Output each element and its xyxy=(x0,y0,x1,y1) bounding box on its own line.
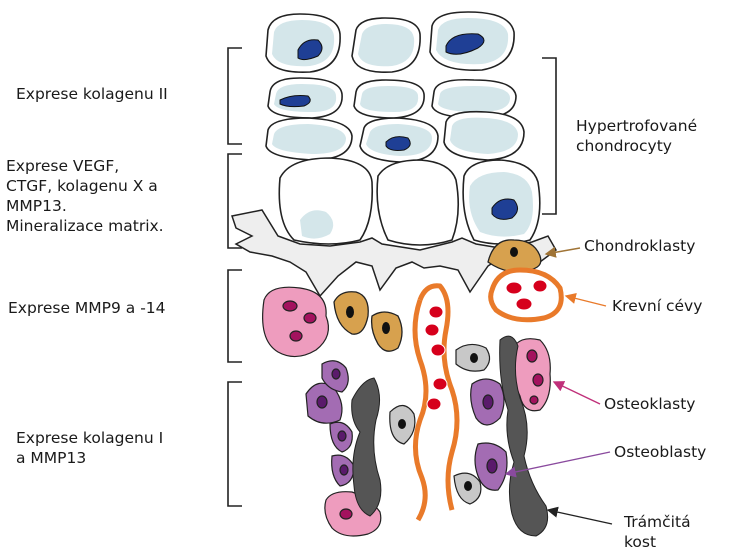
grey-cell-nucleus xyxy=(470,353,478,363)
osteoblast-nucleus xyxy=(487,459,497,473)
chondroclast-nucleus xyxy=(346,306,354,318)
red-blood-cell xyxy=(516,298,532,310)
label-mmp9-expression: Exprese MMP9 a -14 xyxy=(8,298,166,318)
label-chondroclasts: Chondroklasty xyxy=(584,236,695,256)
osteoclast-nucleus xyxy=(290,331,302,341)
bracket-vegf xyxy=(228,154,242,248)
red-blood-cell xyxy=(427,398,441,410)
osteoclast-nucleus xyxy=(304,313,316,323)
osteoblast-nucleus xyxy=(332,369,340,379)
arrow-osteoclasts xyxy=(554,382,600,404)
chondrocyte xyxy=(272,124,346,154)
arrow-bone xyxy=(548,510,612,524)
red-blood-cell xyxy=(433,378,447,390)
bone-spicule xyxy=(352,378,381,516)
label-blood-vessels: Krevní cévy xyxy=(612,296,702,316)
bracket-collagen2 xyxy=(228,48,242,144)
left-brackets xyxy=(228,48,242,506)
label-collagen-ii: Exprese kolagenu II xyxy=(16,84,168,104)
nucleus xyxy=(386,137,410,151)
label-osteoblasts: Osteoblasty xyxy=(614,442,706,462)
osteoclast-nucleus xyxy=(530,396,538,404)
osteoclast-nucleus xyxy=(533,374,543,386)
label-trabecular-bone: Trámčitá kost xyxy=(624,512,691,552)
osteoclast-nucleus xyxy=(340,509,352,519)
red-blood-cell xyxy=(425,324,439,336)
grey-cell-nucleus xyxy=(464,481,472,491)
red-blood-cell xyxy=(431,344,445,356)
chondroclast-nucleus xyxy=(510,247,518,257)
chondrocyte xyxy=(358,24,414,66)
osteoclast-nucleus xyxy=(283,301,297,311)
osteoclast-nucleus xyxy=(527,350,537,362)
osteoblast-nucleus xyxy=(338,431,346,441)
chondrocyte xyxy=(438,86,510,112)
hypertrophic-cell xyxy=(377,160,458,245)
chondrocyte xyxy=(450,118,518,154)
red-blood-cell xyxy=(506,282,522,294)
osteoclast xyxy=(263,287,329,356)
osteoblast-nucleus xyxy=(483,395,493,409)
label-hypertrophic-chondrocytes: Hypertrofované chondrocyty xyxy=(576,116,697,156)
label-vegf-expression: Exprese VEGF, CTGF, kolagenu X a MMP13. … xyxy=(6,156,164,236)
blood-vessel xyxy=(415,300,426,520)
bracket-collagen1 xyxy=(228,382,242,506)
chondroclast-nucleus xyxy=(382,322,390,334)
bracket-hypertrophic xyxy=(542,58,556,214)
osteoblast-nucleus xyxy=(340,465,348,475)
chondrocyte xyxy=(360,86,418,112)
grey-cell-nucleus xyxy=(398,419,406,429)
label-osteoclasts: Osteoklasty xyxy=(604,394,695,414)
red-blood-cell xyxy=(533,280,547,292)
red-blood-cell xyxy=(429,306,443,318)
label-collagen-i: Exprese kolagenu I a MMP13 xyxy=(16,428,163,468)
blood-vessel-loop xyxy=(491,270,562,320)
osteoblast-nucleus xyxy=(317,396,327,408)
arrow-vessels xyxy=(566,296,606,306)
chondrocyte-columns xyxy=(266,12,540,245)
bracket-mmp9 xyxy=(228,270,242,362)
grey-cells xyxy=(390,344,490,504)
